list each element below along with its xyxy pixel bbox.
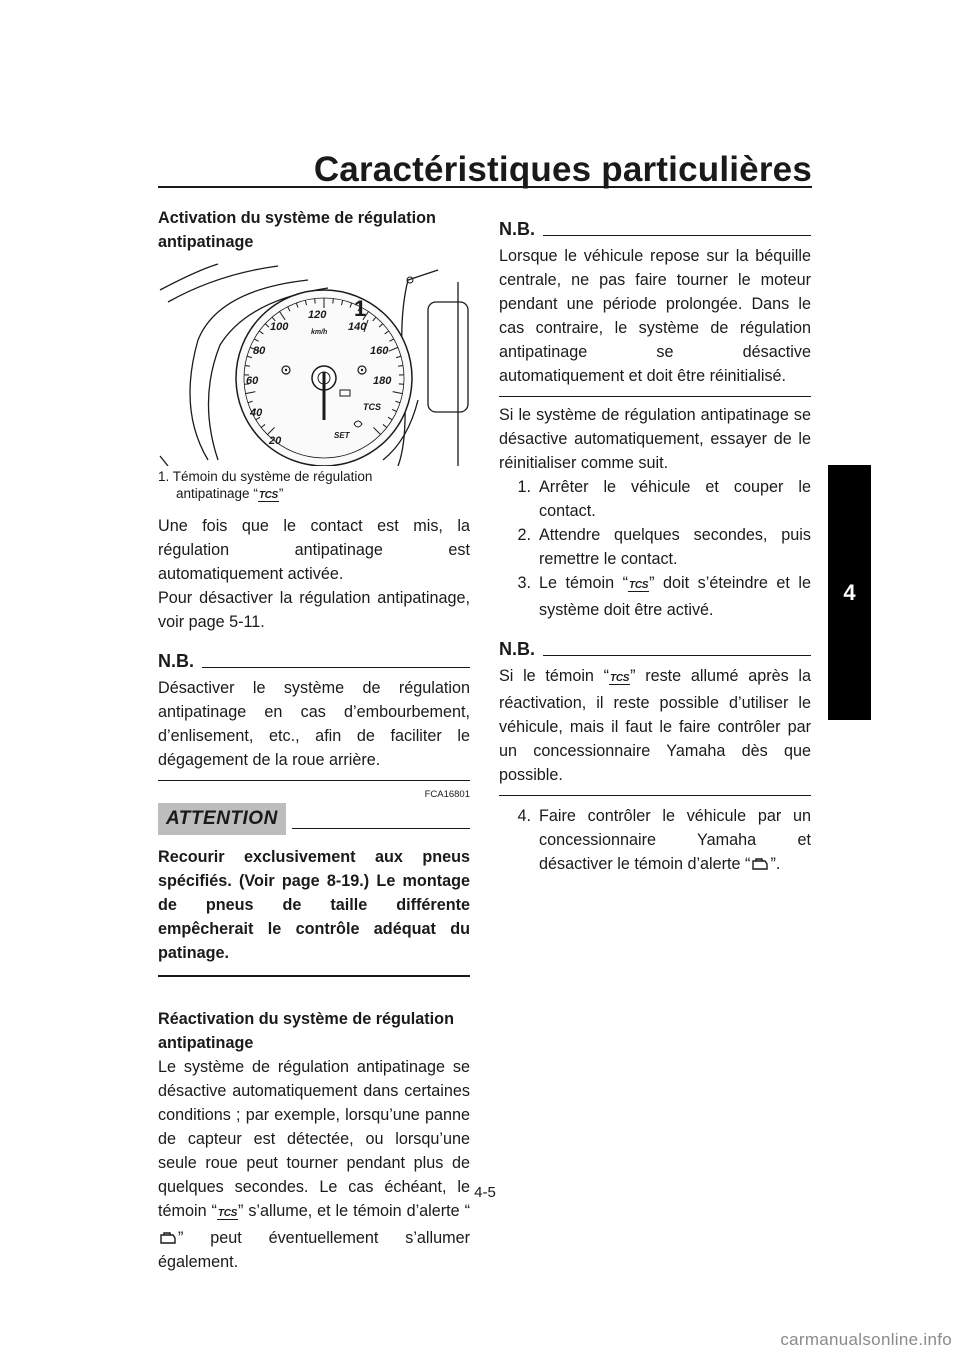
gauge-tick <box>251 408 257 412</box>
gauge-tick <box>287 306 291 312</box>
tcs-icon: TCS <box>257 490 279 502</box>
gauge-label: 60 <box>246 375 259 387</box>
attention-header: ATTENTION <box>158 803 470 835</box>
gauge-tick <box>391 408 397 412</box>
list-item: 1. Arrêter le véhicule et couper le cont… <box>517 478 811 520</box>
speedometer-illustration: 20 40 60 80 100 120 140 160 180 km/h TCS… <box>159 263 469 466</box>
set-indicator-icon: SET <box>334 431 351 440</box>
gauge-label: 20 <box>268 435 282 447</box>
gauge-tick <box>389 338 395 342</box>
gauge-tick <box>271 316 276 322</box>
gauge-label: 80 <box>253 345 266 357</box>
gauge-tick <box>279 311 286 321</box>
gauge-tick <box>267 427 275 435</box>
chapter-tab: 4 <box>828 465 871 720</box>
gauge-tick <box>373 427 381 435</box>
list-item: 2. Attendre quelques secondes, puis reme… <box>517 526 811 568</box>
gauge-tick <box>378 323 384 328</box>
gauge-tick <box>341 300 344 306</box>
gauge-tick <box>245 391 256 395</box>
section-heading-reactivation: Réactivation du système de régulation an… <box>158 1010 454 1052</box>
left-column: Activation du système de régulation anti… <box>158 206 470 1274</box>
reference-code: FCA16801 <box>424 789 470 800</box>
paragraph: Le système de régulation antipatinage se… <box>158 1058 470 1271</box>
gauge-tick <box>304 300 307 306</box>
gauge-tick <box>264 323 270 328</box>
engine-warning-icon <box>752 858 769 870</box>
gauge-tick <box>384 330 390 335</box>
paragraph: Si le système de régulation antipatinage… <box>499 406 811 472</box>
attention-text: Recourir exclusivement aux pneus spécifi… <box>158 845 470 977</box>
page-title: Caractéristiques particulières <box>313 150 812 189</box>
gauge-tick <box>349 302 353 308</box>
nb-note: Lorsque le véhicule repose sur la béquil… <box>499 244 811 397</box>
page-number: 4-5 <box>474 1184 496 1201</box>
nb-header: N.B. <box>499 638 811 660</box>
callout-number: 1 <box>354 296 366 321</box>
title-rule <box>158 186 812 188</box>
nb-header: N.B. <box>499 218 811 240</box>
gauge-label: 100 <box>270 321 289 333</box>
gauge-tick <box>258 330 264 335</box>
paragraph: Pour désactiver la régulation antipatina… <box>158 589 470 631</box>
nb-label: N.B. <box>158 651 194 671</box>
watermark: carmanualsonline.info <box>780 1330 952 1349</box>
gauge-tick <box>388 346 399 352</box>
tcs-indicator-icon: TCS <box>363 402 381 412</box>
gauge-tick <box>244 364 251 367</box>
engine-warning-icon <box>160 1232 176 1244</box>
nb-label: N.B. <box>499 639 535 659</box>
gauge-label: 120 <box>308 309 327 321</box>
gauge-tick <box>247 400 253 404</box>
tcs-icon: TCS <box>216 1208 239 1220</box>
gauge-tick <box>372 316 377 322</box>
gauge-label: 180 <box>373 375 392 387</box>
gauge-tick <box>397 364 404 367</box>
nb-label: N.B. <box>499 219 535 239</box>
figure-caption: 1. Témoin du système de régulation antip… <box>158 469 373 502</box>
gauge-tick <box>382 424 388 428</box>
nb-note: Si le témoin “TCS” reste allumé après la… <box>499 664 811 796</box>
gauge-tick <box>246 355 252 359</box>
right-column: N.B. Lorsque le véhicule repose sur la b… <box>499 198 811 876</box>
tcs-icon: TCS <box>628 580 650 592</box>
gauge-tick <box>395 400 401 404</box>
instrument-figure: 20 40 60 80 100 120 140 160 180 km/h TCS… <box>158 260 470 466</box>
nb-header: N.B. <box>158 650 470 672</box>
nb-note: Désactiver le système de régulation anti… <box>158 676 470 781</box>
tcs-icon: TCS <box>609 673 631 685</box>
list-item: 4. Faire contrôler le véhicule par un co… <box>517 807 811 873</box>
gauge-tick <box>332 298 334 304</box>
gauge-tick <box>314 298 316 304</box>
paragraph: Une fois que le contact est mis, la régu… <box>158 517 470 583</box>
gauge-tick <box>392 391 403 395</box>
gauge-tick <box>253 338 259 342</box>
gauge-tick <box>255 416 261 421</box>
gauge-label: 40 <box>249 407 263 419</box>
gauge-tick <box>295 302 299 308</box>
gauge-tick <box>260 424 266 428</box>
section-heading-activation: Activation du système de régulation anti… <box>158 209 436 251</box>
gauge-label: 160 <box>370 345 389 357</box>
gauge-tick <box>249 346 260 352</box>
gauge-tick <box>357 306 361 312</box>
gauge-tick <box>396 355 402 359</box>
attention-badge: ATTENTION <box>158 803 286 835</box>
gauge-tick <box>362 311 369 321</box>
gauge-unit: km/h <box>311 329 327 336</box>
list-item: 3. Le témoin “TCS” doit s’éteindre et le… <box>517 574 811 619</box>
gauge-label: 140 <box>348 321 367 333</box>
gauge-tick <box>387 416 393 421</box>
